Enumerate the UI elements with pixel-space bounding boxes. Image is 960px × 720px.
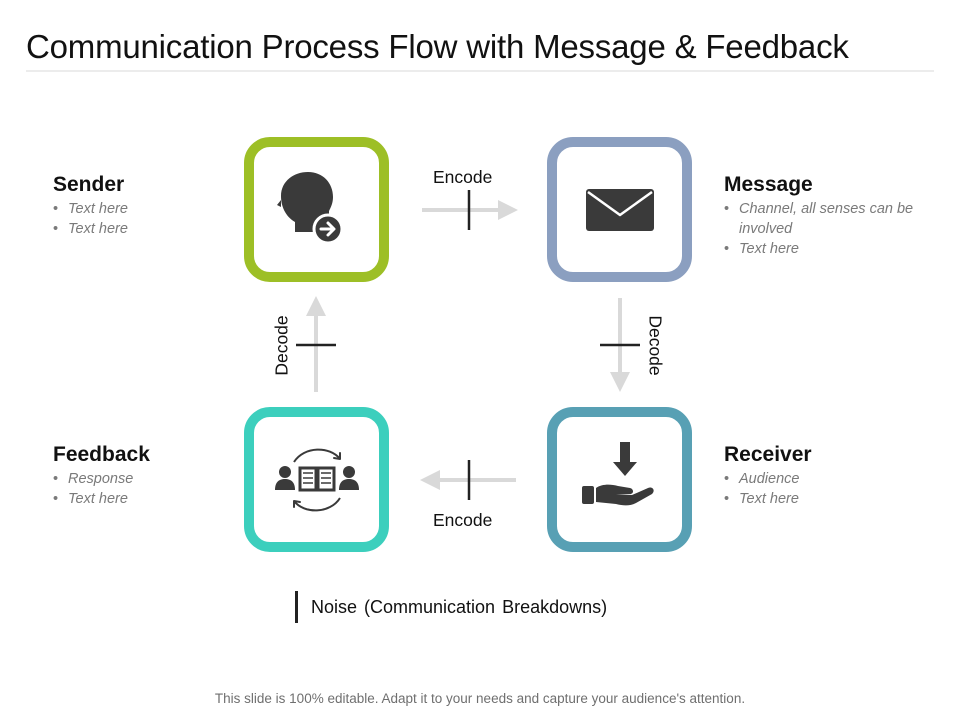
people-book-cycle-icon [274,448,359,511]
footer-note: This slide is 100% editable. Adapt it to… [214,691,746,706]
edge-label-decode-right: Decode [645,315,666,376]
edge-label-encode-bottom: Encode [433,510,493,530]
receiver-box [547,407,692,552]
hand-receive-icon [581,441,654,505]
edge-label-decode-left: Decode [271,315,292,376]
receiver-bullets: Audience Text here [724,469,924,509]
list-item: Text here [53,489,223,509]
list-item: Text here [53,199,223,219]
envelope-icon [585,188,654,231]
list-item: Text here [53,219,223,239]
title-divider [26,70,934,72]
feedback-box [244,407,389,552]
sender-heading: Sender [53,173,125,196]
head-with-arrow-icon [276,171,343,244]
list-item: Text here [724,489,924,509]
feedback-bullets: Response Text here [53,469,223,509]
message-bullets: Channel, all senses can be involved Text… [724,199,924,259]
receiver-heading: Receiver [724,443,812,466]
page-title: Communication Process Flow with Message … [26,28,849,65]
sender-bullets: Text here Text here [53,199,223,239]
edge-label-encode-top: Encode [433,167,493,187]
sender-box [244,137,389,282]
feedback-heading: Feedback [53,443,150,466]
list-item: Text here [724,239,924,259]
noise-legend-marker [295,591,298,623]
list-item: Response [53,469,223,489]
noise-legend-label: Noise (Communication Breakdowns) [311,597,608,617]
message-box [547,137,692,282]
message-heading: Message [724,173,813,196]
list-item: Channel, all senses can be involved [724,199,924,239]
list-item: Audience [724,469,924,489]
